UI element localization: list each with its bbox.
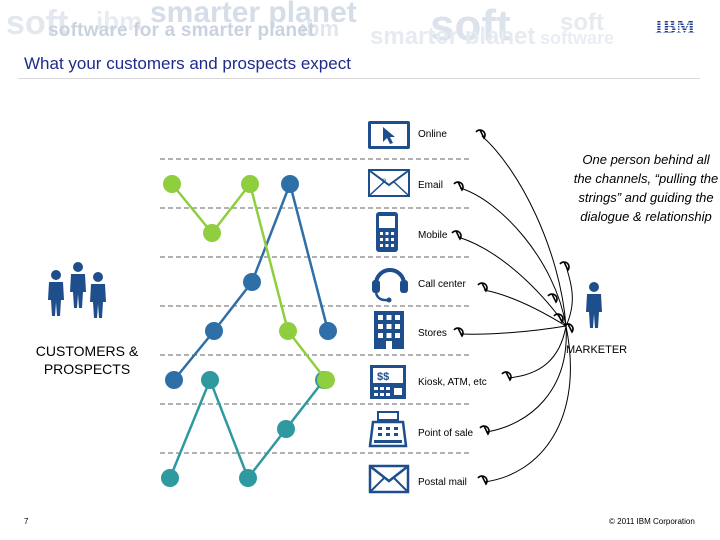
banner-word: soft — [430, 1, 511, 44]
channel-label-kiosk: Kiosk, ATM, etc — [418, 377, 487, 388]
hand-mark — [547, 293, 558, 304]
puppet-strings — [457, 135, 573, 483]
hand-mark — [453, 327, 464, 338]
banner-word: smarter planet — [370, 23, 535, 44]
journey-touchpoint — [203, 224, 221, 242]
banner-word: software — [540, 28, 614, 44]
journey-touchpoint — [317, 371, 335, 389]
journey-touchpoint — [277, 420, 295, 438]
banner-watermark: soft ibm smarter planet soft smarter pla… — [6, 0, 614, 44]
journey-touchpoint — [241, 175, 259, 193]
marketer-label: MARKETER — [566, 344, 628, 356]
banner-tagline: software for a smarter planet — [48, 20, 315, 41]
journey-touchpoint — [279, 322, 297, 340]
hand-mark — [477, 475, 488, 486]
banner-word: soft — [6, 4, 68, 42]
hand-mark — [475, 129, 486, 140]
puppet-hands — [451, 129, 574, 486]
header-banner: soft ibm smarter planet soft smarter pla… — [0, 0, 720, 44]
page-number: 7 — [24, 517, 29, 526]
banner-word: soft — [560, 9, 604, 36]
channel-label-email: Email — [418, 180, 444, 191]
customers-label: CUSTOMERS & PROSPECTS — [35, 343, 139, 377]
hand-mark — [451, 230, 462, 241]
ibm-logo: IBM — [655, 16, 695, 36]
page-title: What your customers and prospects expect — [24, 54, 351, 73]
journey-touchpoint — [163, 175, 181, 193]
string-line — [483, 325, 571, 483]
channel-label-mobile: Mobile — [418, 230, 448, 241]
string-line — [481, 135, 567, 327]
marketer-person-icon — [586, 282, 602, 328]
journey-touchpoint — [319, 322, 337, 340]
person-icon — [48, 270, 64, 316]
hand-mark — [479, 425, 490, 436]
journey-touchpoint — [165, 371, 183, 389]
hand-mark — [453, 181, 464, 192]
customers-group-icon — [48, 262, 106, 318]
hand-mark — [563, 323, 574, 334]
journey-touchpoint — [161, 469, 179, 487]
customer-journeys — [161, 175, 337, 487]
journey-touchpoint — [239, 469, 257, 487]
headset-icon — [372, 268, 408, 303]
journey-touchpoint — [281, 175, 299, 193]
mail-envelope-icon — [368, 464, 410, 494]
mobile-phone-icon — [376, 212, 398, 252]
person-icon — [90, 272, 106, 318]
cash-register-icon — [368, 411, 408, 448]
channel-label-stores: Stores — [418, 328, 447, 339]
journey-path — [168, 376, 325, 481]
building-icon — [374, 311, 404, 349]
string-line — [485, 325, 567, 433]
journey-touchpoint — [243, 273, 261, 291]
string-line — [459, 325, 567, 335]
channel-separators — [160, 158, 470, 454]
title-divider — [18, 78, 700, 79]
banner-word: smarter planet — [150, 0, 357, 29]
svg-text:e: e — [382, 175, 386, 185]
channel-label-call-center: Call center — [418, 279, 466, 290]
channel-label-online: Online — [418, 129, 447, 140]
banner-word: ibm — [300, 16, 339, 41]
person-icon — [70, 262, 86, 308]
journey-touchpoint — [205, 322, 223, 340]
hand-mark — [501, 371, 512, 382]
hand-mark — [477, 282, 488, 293]
hand-mark — [559, 261, 570, 272]
ibm-logo-text: IBM — [655, 16, 695, 36]
hand-mark — [553, 313, 564, 324]
envelope-icon: e — [368, 169, 410, 197]
cursor-icon — [368, 121, 410, 149]
kiosk-icon: $$ — [370, 365, 406, 399]
string-line — [483, 289, 567, 327]
banner-word: ibm — [96, 6, 142, 36]
string-line — [459, 187, 567, 327]
string-line — [507, 325, 567, 379]
copyright: © 2011 IBM Corporation — [609, 517, 695, 526]
svg-text:$$: $$ — [377, 371, 389, 383]
journey-touchpoint — [201, 371, 219, 389]
channel-label-point-of-sale: Point of sale — [418, 428, 474, 439]
puppeteer-note: One person behind all the channels, “pul… — [573, 152, 719, 224]
string-line — [565, 265, 573, 327]
channel-label-postal-mail: Postal mail — [418, 477, 467, 488]
